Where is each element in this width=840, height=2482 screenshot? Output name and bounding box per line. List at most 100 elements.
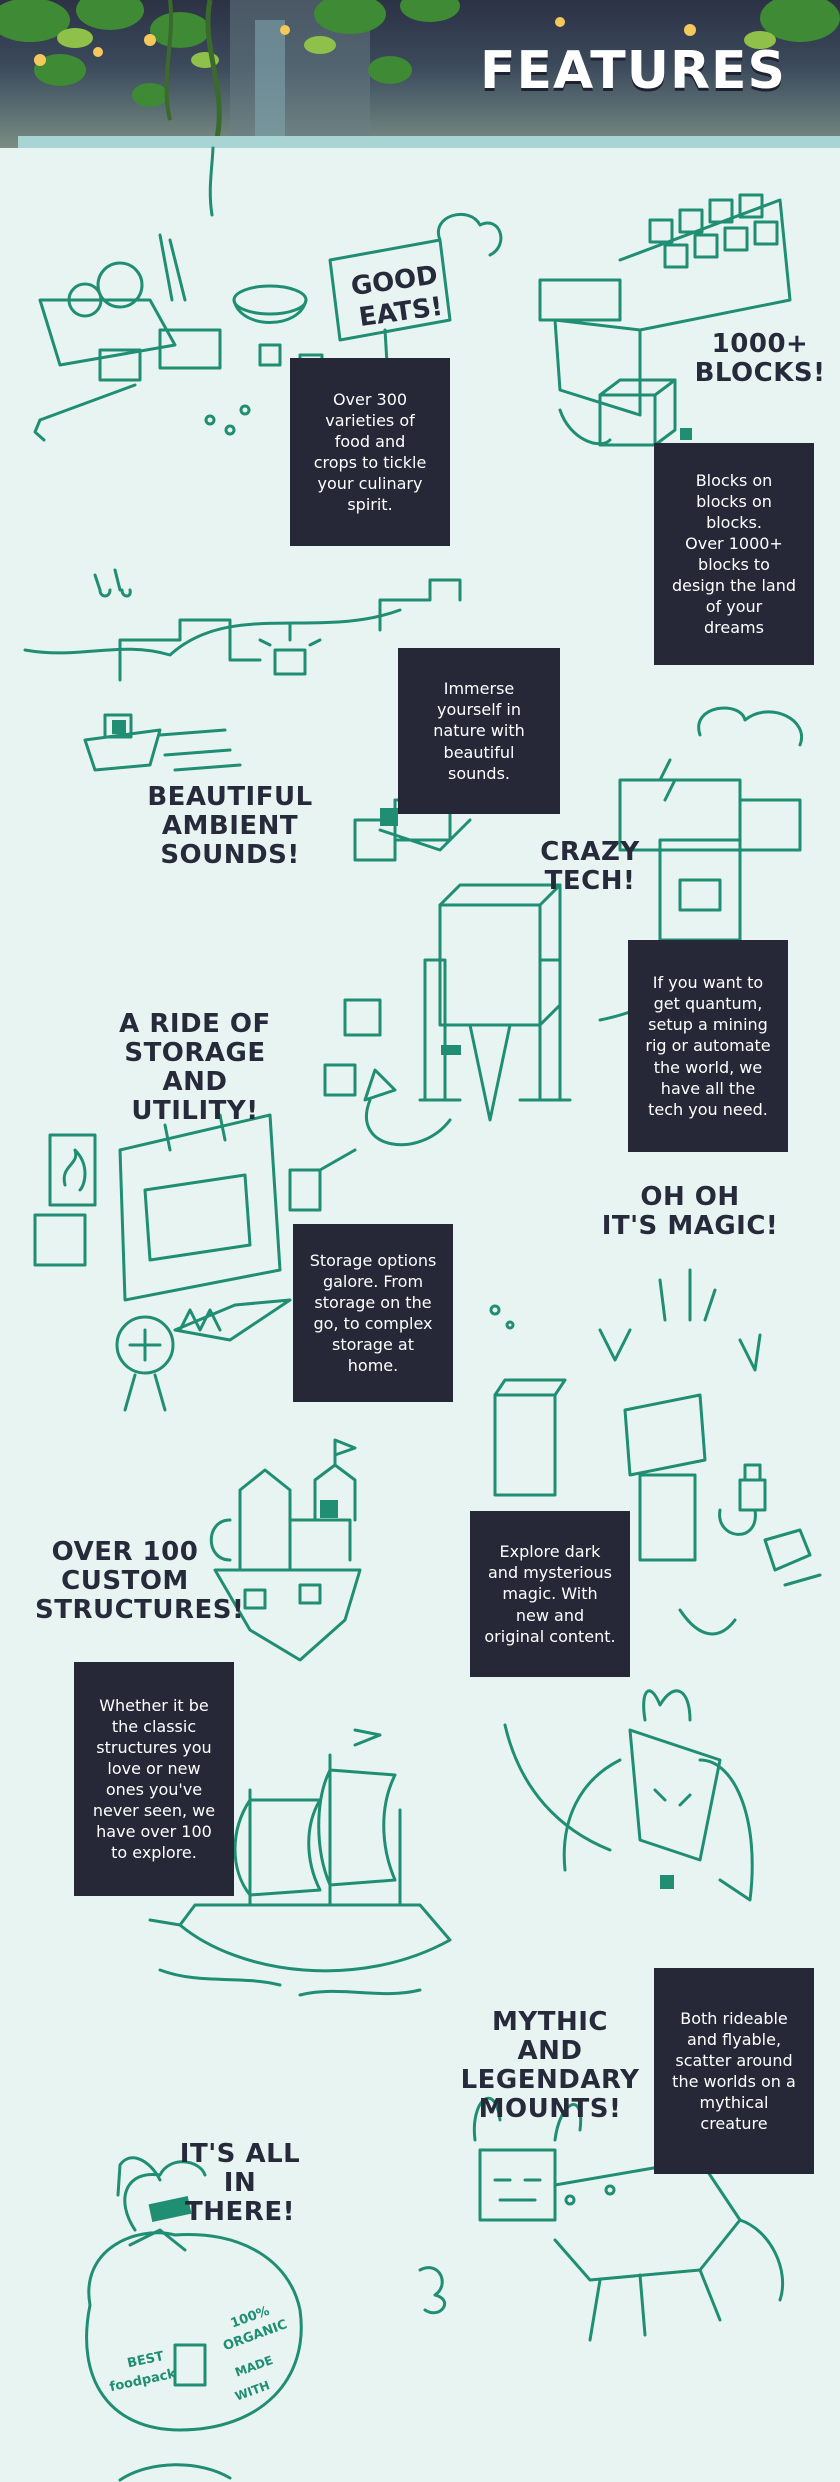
- body-line: new and: [515, 1605, 585, 1625]
- tech-illustration: [323, 706, 804, 1147]
- bag-label-made: MADE: [233, 2353, 275, 2380]
- body-line: ones you've: [105, 1780, 203, 1799]
- doodle-text: GOOD EATS!: [349, 260, 444, 333]
- header-banner: FEATURES: [0, 0, 840, 148]
- body-line: spirit.: [347, 495, 393, 515]
- heading-line: TECH!: [544, 866, 636, 897]
- body-line: mythical: [699, 2093, 769, 2113]
- bag-illustration: [85, 2156, 303, 2482]
- page-title: FEATURES: [480, 41, 786, 101]
- hanging-vine: [208, 146, 215, 217]
- body-line: go, to complex: [313, 1314, 433, 1333]
- heading-line: AND UTILITY!: [131, 1067, 259, 1127]
- heading-line: IT'S ALL: [179, 2139, 301, 2169]
- body-line: the world, we: [653, 1057, 763, 1077]
- body-line: Both rideable: [680, 2008, 788, 2028]
- body-line: the classic: [111, 1716, 197, 1736]
- body-line: beautiful: [443, 742, 515, 762]
- body-line: nature with: [433, 721, 525, 741]
- heading-line: CRAZY: [540, 837, 640, 867]
- heading-line: 1000+: [711, 329, 809, 359]
- vine-foliage-illustration: [0, 0, 840, 148]
- mounts-description: Both rideable and flyable, scatter aroun…: [654, 1968, 814, 2174]
- heading-tech: CRAZY TECH!: [535, 837, 645, 897]
- body-line: galore. From: [322, 1271, 424, 1291]
- heading-magic: OH OH IT'S MAGIC!: [600, 1182, 780, 1242]
- body-line: setup a mining: [648, 1015, 768, 1035]
- body-line: Over 300: [332, 389, 408, 409]
- heading-ambient: BEAUTIFUL AMBIENT SOUNDS!: [130, 782, 330, 870]
- body-line: of your: [705, 597, 763, 617]
- body-line: the worlds on a: [672, 2072, 796, 2091]
- body-line: design the land: [671, 576, 797, 596]
- heading-line: IN THERE!: [185, 2168, 295, 2228]
- body-line: Over 1000+: [685, 533, 783, 553]
- heading-line: IT'S MAGIC!: [601, 1211, 779, 1242]
- body-line: get quantum,: [653, 994, 763, 1014]
- body-line: Blocks on: [695, 470, 773, 490]
- heading-line: BEAUTIFUL: [147, 782, 313, 812]
- heading-line: A RIDE OF: [119, 1009, 271, 1039]
- body-line: Explore dark: [499, 1542, 601, 1562]
- bag-label-with: WITH: [233, 2378, 272, 2403]
- body-line: your culinary: [317, 474, 423, 494]
- blocks-illustration: [538, 193, 792, 447]
- body-line: crops to tickle: [313, 453, 427, 472]
- magic-illustration: [489, 1268, 822, 1636]
- dragon-illustration: [503, 1689, 754, 1902]
- body-line: rig or automate: [645, 1036, 771, 1056]
- body-line: Whether it be: [99, 1695, 209, 1715]
- heading-line: AMBIENT: [161, 811, 299, 842]
- castle-illustration: [209, 1438, 362, 1662]
- body-line: food and: [334, 431, 406, 451]
- body-line: blocks.: [706, 512, 762, 532]
- magic-description: Explore dark and mysterious magic. With …: [470, 1511, 630, 1677]
- tech-description: If you want to get quantum, setup a mini…: [628, 940, 788, 1152]
- body-line: creature: [700, 2114, 768, 2134]
- body-line: to explore.: [111, 1843, 197, 1863]
- heading-line: STORAGE: [124, 1038, 266, 1069]
- heading-all: IT'S ALL IN THERE!: [170, 2139, 310, 2228]
- heading-structures: OVER 100 CUSTOM STRUCTURES!: [35, 1537, 245, 1626]
- body-line: If you want to: [652, 973, 764, 993]
- heading-line: BLOCKS!: [694, 358, 826, 389]
- heading-line: STRUCTURES!: [35, 1595, 245, 1626]
- blocks-description: Blocks on blocks on blocks. Over 1000+ b…: [654, 443, 814, 665]
- body-line: dreams: [704, 618, 764, 638]
- body-line: sounds.: [448, 763, 510, 783]
- body-line: Storage options: [309, 1250, 437, 1270]
- body-line: magic. With: [502, 1584, 598, 1604]
- body-line: blocks on: [696, 491, 772, 511]
- body-line: home.: [347, 1356, 399, 1376]
- heading-line: LEGENDARY: [460, 2065, 640, 2096]
- body-line: storage on the: [314, 1292, 432, 1312]
- body-line: have over 100: [96, 1822, 212, 1842]
- body-line: have all the: [660, 1078, 756, 1098]
- body-line: structures you: [96, 1737, 212, 1757]
- storage-illustration: [33, 1113, 357, 1412]
- bag-label-foodpack: foodpack: [108, 2366, 177, 2395]
- body-line: tech you need.: [648, 1099, 768, 1119]
- heading-storage: A RIDE OF STORAGE AND UTILITY!: [95, 1009, 295, 1127]
- heading-line: MYTHIC AND: [492, 2007, 608, 2067]
- food-illustration: [33, 212, 503, 442]
- heading-line: OH OH: [640, 1182, 740, 1212]
- body-line: Immerse: [443, 679, 515, 699]
- header-strip: [18, 136, 840, 148]
- body-line: varieties of: [325, 410, 415, 430]
- ambient-description: Immerse yourself in nature with beautifu…: [398, 648, 560, 814]
- storage-description: Storage options galore. From storage on …: [293, 1224, 453, 1402]
- ship-illustration: [148, 1728, 452, 1997]
- body-line: and mysterious: [488, 1563, 612, 1583]
- heading-line: OVER 100: [51, 1537, 199, 1567]
- body-line: and flyable,: [686, 2029, 782, 2049]
- body-line: never seen, we: [92, 1801, 216, 1821]
- structures-description: Whether it be the classic structures you…: [74, 1662, 234, 1896]
- body-line: storage at: [332, 1335, 414, 1355]
- bag-text: BEST foodpack 100% ORGANIC MADE WITH: [108, 2304, 289, 2404]
- body-line: yourself in: [437, 700, 521, 720]
- bag-label-best: BEST: [126, 2349, 165, 2371]
- heading-blocks: 1000+ BLOCKS!: [690, 329, 830, 389]
